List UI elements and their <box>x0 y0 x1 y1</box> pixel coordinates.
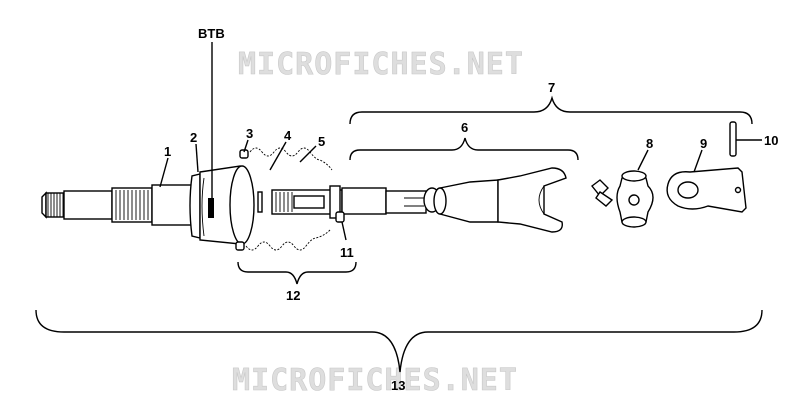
callout-6: 6 <box>461 120 468 135</box>
part-2-cv-housing <box>189 165 255 245</box>
label-btb: BTB <box>198 26 225 41</box>
callout-4: 4 <box>284 128 292 143</box>
watermark-bottom: MICROFICHES.NET <box>232 363 518 398</box>
part-11-ring <box>335 211 345 223</box>
part-8-u-joint-cross <box>616 170 654 228</box>
callout-11: 11 <box>340 245 354 260</box>
callout-12: 12 <box>286 288 300 303</box>
callout-2: 2 <box>190 130 197 145</box>
callout-3: 3 <box>246 126 253 141</box>
part-8-grease-fitting <box>591 179 614 207</box>
callout-5: 5 <box>318 134 325 149</box>
watermark-top: MICROFICHES.NET <box>238 47 524 82</box>
callout-1: 1 <box>164 144 171 159</box>
part-6-yoke-shaft <box>271 167 567 233</box>
part-9-yoke-arm <box>666 167 747 213</box>
part-1-splined-shaft <box>41 184 193 226</box>
bracket-6 <box>349 137 579 161</box>
callout-13: 13 <box>391 378 405 393</box>
part-4-clip <box>257 191 263 213</box>
callout-7: 7 <box>548 80 555 95</box>
leader-lines <box>159 139 762 241</box>
bracket-7 <box>349 95 753 125</box>
callout-8: 8 <box>646 136 653 151</box>
bracket-13 <box>35 309 763 373</box>
part-3-snap-ring <box>235 149 249 251</box>
bracket-12 <box>237 261 357 285</box>
callout-9: 9 <box>700 136 707 151</box>
part-10-pin <box>729 121 737 157</box>
callout-10: 10 <box>764 133 778 148</box>
